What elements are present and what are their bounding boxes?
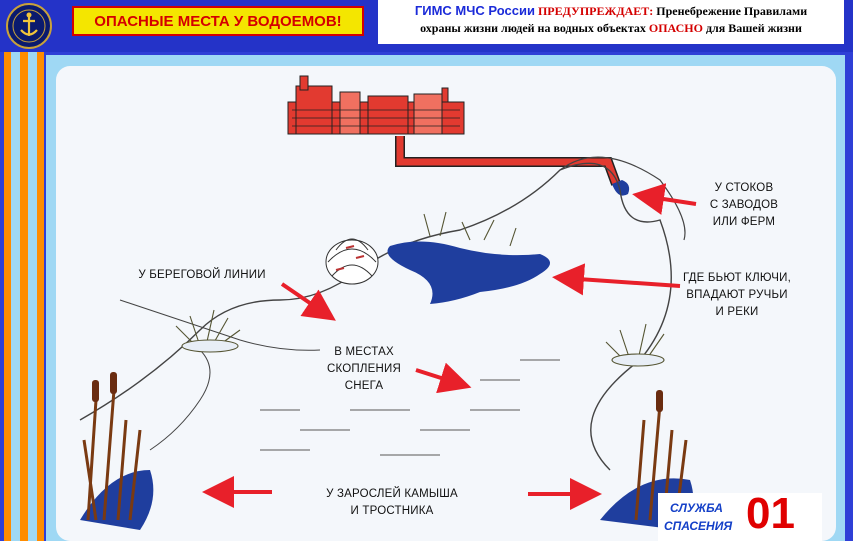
- side-stripes: [0, 52, 44, 541]
- label-drains-line-2: С ЗАВОДОВ: [709, 199, 779, 211]
- snow-drift-bush: [325, 238, 379, 285]
- rescue-word-1: СЛУЖБА: [670, 501, 723, 515]
- label-snow-line-2: СКОПЛЕНИЯ: [327, 363, 401, 375]
- label-shore: У БЕРЕГОВОЙ ЛИНИИ: [124, 267, 280, 284]
- warns-word: ПРЕДУПРЕЖДАЕТ:: [537, 4, 654, 18]
- label-reeds-line-1: У ЗАРОСЛЕЙ КАМЫША: [326, 488, 458, 500]
- label-snow-line-1: В МЕСТАХ: [334, 346, 394, 358]
- anchor-icon: [12, 9, 46, 43]
- header-bar: ОПАСНЫЕ МЕСТА У ВОДОЕМОВ! ГИМС МЧС Росси…: [0, 0, 853, 52]
- reeds-left: [80, 372, 154, 530]
- side-stripe: [37, 52, 44, 541]
- warning-line-2: охраны жизни людей на водных объектах ОП…: [384, 20, 838, 37]
- label-drains: У СТОКОВ С ЗАВОДОВ ИЛИ ФЕРМ: [696, 180, 792, 231]
- label-springs-line-3: И РЕКИ: [715, 306, 759, 318]
- arrow-springs: [552, 263, 681, 296]
- arrow-snow: [415, 362, 472, 394]
- shore-bush-right: [605, 323, 665, 367]
- label-springs-line-1: ГДЕ БЬЮТ КЛЮЧИ,: [682, 272, 791, 284]
- hazard-arrows: [202, 183, 697, 510]
- rescue-word-2: СПАСЕНИЯ: [664, 519, 733, 533]
- danger-word: ОПАСНО: [648, 21, 703, 35]
- warning-line-2-b: для Вашей жизни: [705, 21, 802, 35]
- gims-emblem: [6, 3, 52, 49]
- label-snow: В МЕСТАХ СКОПЛЕНИЯ СНЕГА: [316, 344, 412, 395]
- org-name: ГИМС МЧС России: [414, 3, 535, 18]
- label-drains-line-1: У СТОКОВ: [714, 182, 774, 194]
- rescue-service-badge: СЛУЖБА СПАСЕНИЯ 01: [658, 489, 822, 541]
- label-shore-line-1: У БЕРЕГОВОЙ ЛИНИИ: [138, 269, 266, 281]
- label-drains-line-3: ИЛИ ФЕРМ: [712, 216, 776, 228]
- factory-illustration: [287, 75, 465, 135]
- open-water: [387, 241, 550, 304]
- arrow-shore: [280, 282, 336, 321]
- warning-notice: ГИМС МЧС России ПРЕДУПРЕЖДАЕТ: Пренебреж…: [378, 0, 844, 44]
- side-stripe: [11, 52, 20, 541]
- label-springs: ГДЕ БЬЮТ КЛЮЧИ, ВПАДАЮТ РУЧЬИ И РЕКИ: [672, 270, 802, 321]
- side-stripe: [20, 52, 28, 541]
- label-reeds-line-2: И ТРОСТНИКА: [350, 505, 434, 517]
- shore-bush-left: [175, 309, 241, 353]
- label-springs-line-2: ВПАДАЮТ РУЧЬИ: [686, 289, 788, 301]
- side-stripe: [4, 52, 11, 541]
- shore-bush-top: [423, 211, 517, 247]
- title-banner: ОПАСНЫЕ МЕСТА У ВОДОЕМОВ!: [72, 6, 364, 36]
- page-title: ОПАСНЫЕ МЕСТА У ВОДОЕМОВ!: [94, 12, 342, 30]
- lake-shoreline: [79, 162, 672, 471]
- warning-line-2-a: охраны жизни людей на водных объектах: [420, 21, 646, 35]
- rescue-number: 01: [746, 489, 795, 538]
- label-reeds: У ЗАРОСЛЕЙ КАМЫША И ТРОСТНИКА: [312, 486, 472, 520]
- arrow-drains: [632, 183, 697, 215]
- side-stripe: [28, 52, 37, 541]
- warning-line-1: ГИМС МЧС России ПРЕДУПРЕЖДАЕТ: Пренебреж…: [384, 2, 838, 20]
- warning-line-1-rest: Пренебрежение Правилами: [656, 4, 808, 18]
- label-snow-line-3: СНЕГА: [344, 380, 384, 392]
